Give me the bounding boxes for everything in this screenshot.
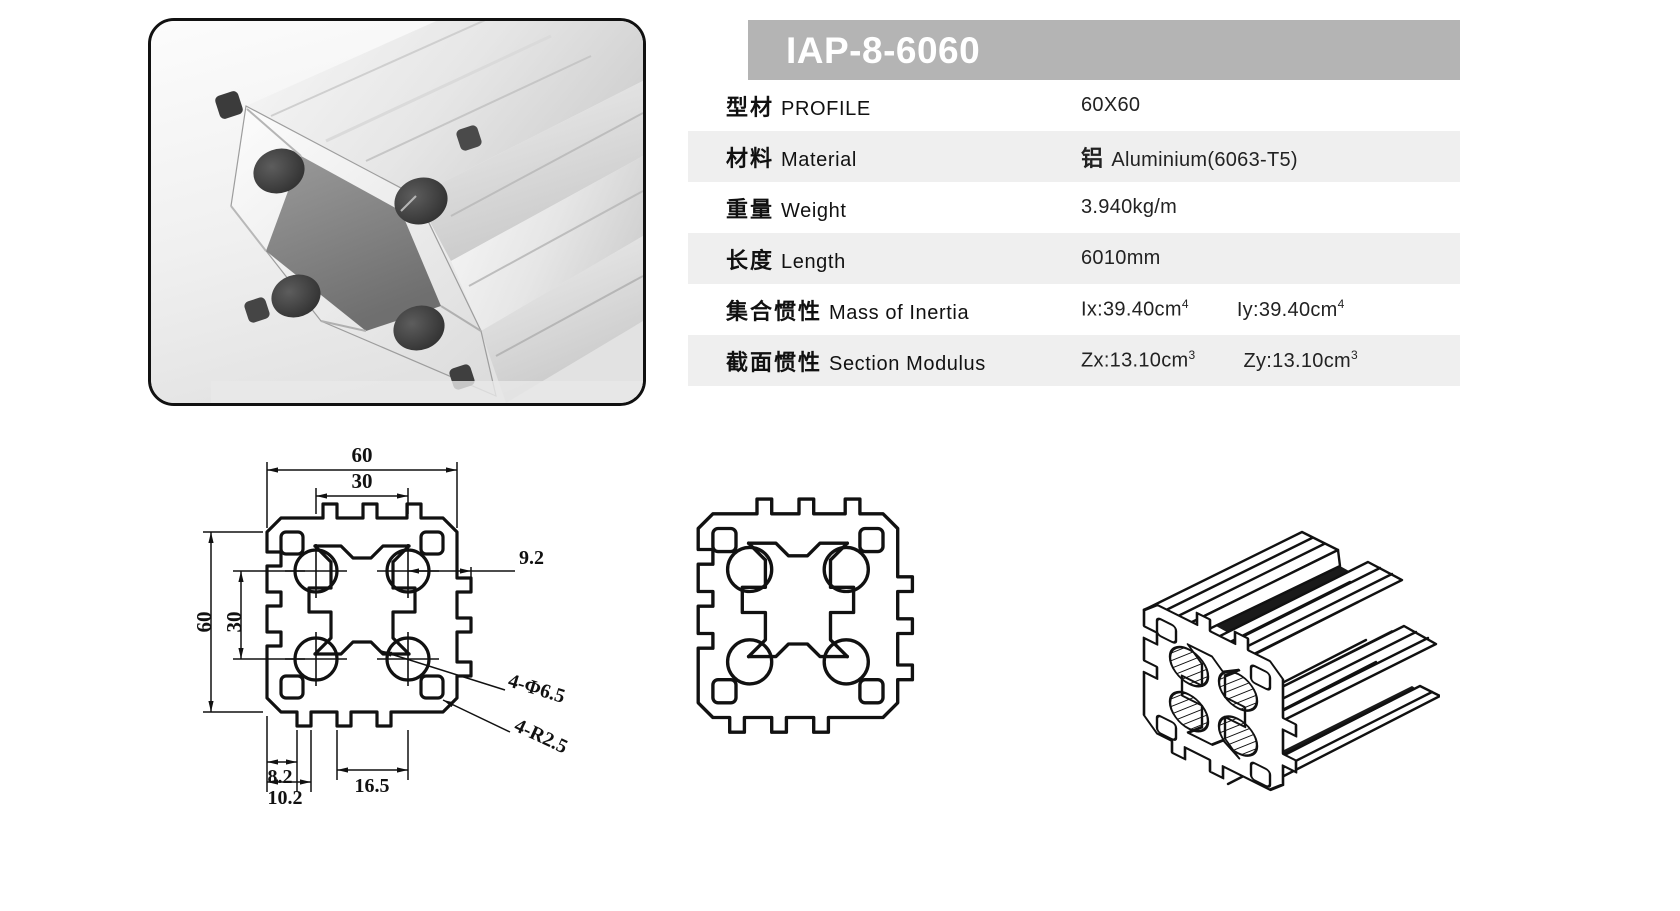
spec-label-mass-of-inertia: 集合惯性 Mass of Inertia <box>726 294 1081 326</box>
dim-holes: 4-Φ6.5 <box>506 670 568 708</box>
spec-label-en: Mass of Inertia <box>829 301 970 324</box>
spec-value-length: 6010mm <box>1081 247 1161 270</box>
spec-row-length: 长度 Length 6010mm <box>688 233 1460 284</box>
spec-label-en: PROFILE <box>781 97 871 120</box>
spec-value-iy: Iy:39.40cm <box>1236 298 1338 321</box>
spec-value-profile: 60X60 <box>1081 94 1140 117</box>
spec-value-zx-exp: 3 <box>1188 348 1196 363</box>
spec-label-en: Material <box>781 148 857 171</box>
model-title: IAP-8-6060 <box>786 29 981 71</box>
dim-height-inner: 30 <box>222 612 246 633</box>
spec-value-text: 60X60 <box>1081 94 1141 116</box>
spec-value-weight: 3.940kg/m <box>1081 196 1177 219</box>
spec-label-cn: 重量 <box>726 196 775 222</box>
spec-value-text: 6010mm <box>1081 247 1161 269</box>
spec-value-zx: Zx:13.10cm <box>1081 349 1189 372</box>
dim-height-outer: 60 <box>192 612 216 633</box>
spec-label-en: Section Modulus <box>829 352 986 375</box>
spec-label-weight: 重量 Weight <box>726 192 1081 224</box>
spec-value-zy-exp: 3 <box>1350 348 1358 363</box>
product-photo-image <box>151 21 643 403</box>
spec-label-cn: 长度 <box>726 247 775 273</box>
spec-value-iy-exp: 4 <box>1337 297 1345 312</box>
spec-value-cn: 铝 <box>1081 145 1104 171</box>
dim-width-inner: 30 <box>352 469 373 493</box>
spec-value-material: 铝 Aluminium(6063-T5) <box>1081 141 1298 173</box>
product-photo-card <box>148 18 646 406</box>
spec-value-zy: Zy:13.10cm <box>1243 349 1351 372</box>
spec-row-material: 材料 Material 铝 Aluminium(6063-T5) <box>688 131 1460 182</box>
dim-width-outer: 60 <box>352 443 373 467</box>
spec-label-cn: 截面惯性 <box>726 349 823 375</box>
spec-label-material: 材料 Material <box>726 141 1081 173</box>
spec-label-section-modulus: 截面惯性 Section Modulus <box>726 345 1081 377</box>
section-drawing <box>696 497 915 734</box>
spec-label-en: Length <box>781 250 846 273</box>
dim-center-spacing: 16.5 <box>355 775 390 797</box>
dim-slot-depth: 9.2 <box>519 547 544 569</box>
spec-label-cn: 材料 <box>726 145 775 171</box>
dim-foot-a: 8.2 <box>268 766 293 788</box>
spec-label-en: Weight <box>781 199 847 222</box>
spec-value-text: 3.940kg/m <box>1081 196 1178 218</box>
spec-value-text: Aluminium(6063-T5) <box>1111 148 1298 171</box>
dim-foot-b: 10.2 <box>268 787 303 809</box>
spec-row-weight: 重量 Weight 3.940kg/m <box>688 182 1460 233</box>
spec-label-cn: 型材 <box>726 94 775 120</box>
spec-label-cn: 集合惯性 <box>726 298 823 324</box>
drawings-section: 60 30 60 30 9.2 8.2 10.2 16.5 4-Φ6.5 4-R… <box>0 430 1680 911</box>
model-header-bar: IAP-8-6060 <box>748 20 1460 80</box>
spec-value-ix-exp: 4 <box>1181 297 1189 312</box>
isometric-drawing <box>1142 530 1440 792</box>
spec-label-length: 长度 Length <box>726 243 1081 275</box>
spec-value-ix: Ix:39.40cm <box>1081 298 1182 321</box>
dim-radii: 4-R2.5 <box>511 715 571 759</box>
spec-row-profile: 型材 PROFILE 60X60 <box>688 80 1460 131</box>
spec-label-profile: 型材 PROFILE <box>726 90 1081 122</box>
dimension-drawing: 60 30 60 30 9.2 8.2 10.2 16.5 4-Φ6.5 4-R… <box>192 443 571 809</box>
